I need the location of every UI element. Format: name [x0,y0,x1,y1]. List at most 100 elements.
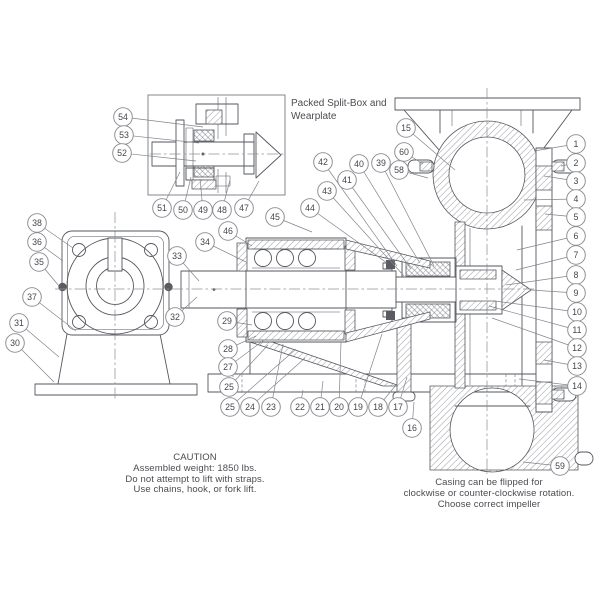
cross-section-view [180,97,594,473]
bearing-ball [298,312,316,330]
callout-number: 43 [322,186,332,196]
callout-number: 49 [198,205,208,215]
callout-number: 14 [572,381,582,391]
bearing-end-cover [236,242,248,272]
caution-line1: Assembled weight: 1850 lbs. [133,462,257,474]
callout-number: 2 [574,158,579,168]
callout-15: 15 [396,118,456,171]
callout-54: 54 [113,107,204,128]
callout-number: 3 [574,176,579,186]
callout-number: 24 [245,402,255,412]
callout-number: 51 [157,203,167,213]
callout-43: 43 [317,181,405,277]
callout-17: 17 [388,376,408,417]
callout-18: 18 [368,384,397,417]
callout-44: 44 [300,198,388,264]
bearing-ball [254,249,272,267]
callout-number: 44 [305,203,315,213]
inset-caption-line1: Packed Split-Box and [291,98,387,109]
callout-41: 41 [337,170,412,270]
callout-28: 28 [218,335,257,359]
pedestal [57,333,171,385]
callout-number: 38 [32,218,42,228]
callout-number: 31 [14,318,24,328]
callout-21: 21 [310,380,330,417]
callout-8: 8 [505,265,586,286]
caution-line3: Use chains, hook, or fork lift. [133,484,257,496]
callout-number: 7 [574,250,579,260]
callout-number: 16 [407,423,417,433]
callout-number: 10 [572,307,582,317]
callout-30: 30 [5,333,55,383]
callout-9: 9 [530,283,586,303]
callout-39: 39 [371,153,435,267]
impeller-nose-cone [501,269,532,311]
inset-impeller-cone [255,131,282,179]
callout-number: 58 [394,165,404,175]
callout-25: 25 [219,344,269,397]
callout-6: 6 [516,226,586,251]
bolt-hole [144,315,158,329]
callout-32: 32 [165,296,198,327]
callout-13: 13 [543,356,587,376]
inset-caption-line2: Wearplate [291,110,337,122]
callout-number: 30 [10,338,20,348]
callout-58: 58 [389,160,429,180]
callout-number: 1 [574,139,579,149]
callout-38: 38 [27,213,74,249]
frame-adapter-cone [345,239,431,269]
callout-14: 14 [518,376,587,396]
callout-number: 35 [34,257,44,267]
callout-29: 29 [217,311,253,331]
bearing-ball [276,312,294,330]
callout-number: 20 [334,402,344,412]
callout-25-b: 25 [220,348,297,417]
callout-51: 51 [152,171,181,218]
pedestal-base [34,383,198,396]
callout-number: 11 [572,325,581,335]
callout-number: 5 [574,212,579,222]
centerlines [55,88,534,474]
callout-number: 37 [27,292,37,302]
bearing-ball [254,312,272,330]
callout-number: 54 [118,112,128,122]
callout-number: 33 [172,251,182,261]
callout-number: 48 [217,205,227,215]
callout-40: 40 [349,154,421,264]
callout-22: 22 [290,389,310,417]
bolt-hole [72,243,86,257]
bearing-ball [276,249,294,267]
callout-number: 27 [223,362,233,372]
callout-number: 34 [200,237,210,247]
inset-packing [193,129,215,142]
callout-number: 36 [32,237,42,247]
callout-number: 41 [342,175,352,185]
inset-caption: Packed Split-Box and Wearplate [291,98,387,123]
inset-frame [147,94,286,196]
callout-35: 35 [29,252,60,287]
flip-note-line2: clockwise or counter-clockwise rotation. [403,487,575,499]
callout-number: 23 [266,402,276,412]
callout-number: 9 [574,288,579,298]
callout-number: 13 [572,361,582,371]
callout-12: 12 [491,317,587,358]
callout-1: 1 [533,134,586,154]
callout-50: 50 [173,176,193,220]
callout-number: 60 [399,147,409,157]
casing-back-flange [535,147,553,413]
callout-23: 23 [261,343,284,417]
callout-number: 21 [315,402,325,412]
callout-31: 31 [9,313,60,358]
callout-19: 19 [348,333,383,417]
callout-number: 22 [295,402,305,412]
callout-number: 39 [376,158,386,168]
callout-45: 45 [265,207,313,233]
caution-note: CAUTION Assembled weight: 1850 lbs. Do n… [95,452,295,496]
callout-number: 40 [354,159,364,169]
callout-59: 59 [522,456,570,476]
inset-gland [175,119,185,187]
callout-number: 19 [353,402,363,412]
callout-number: 28 [223,344,233,354]
